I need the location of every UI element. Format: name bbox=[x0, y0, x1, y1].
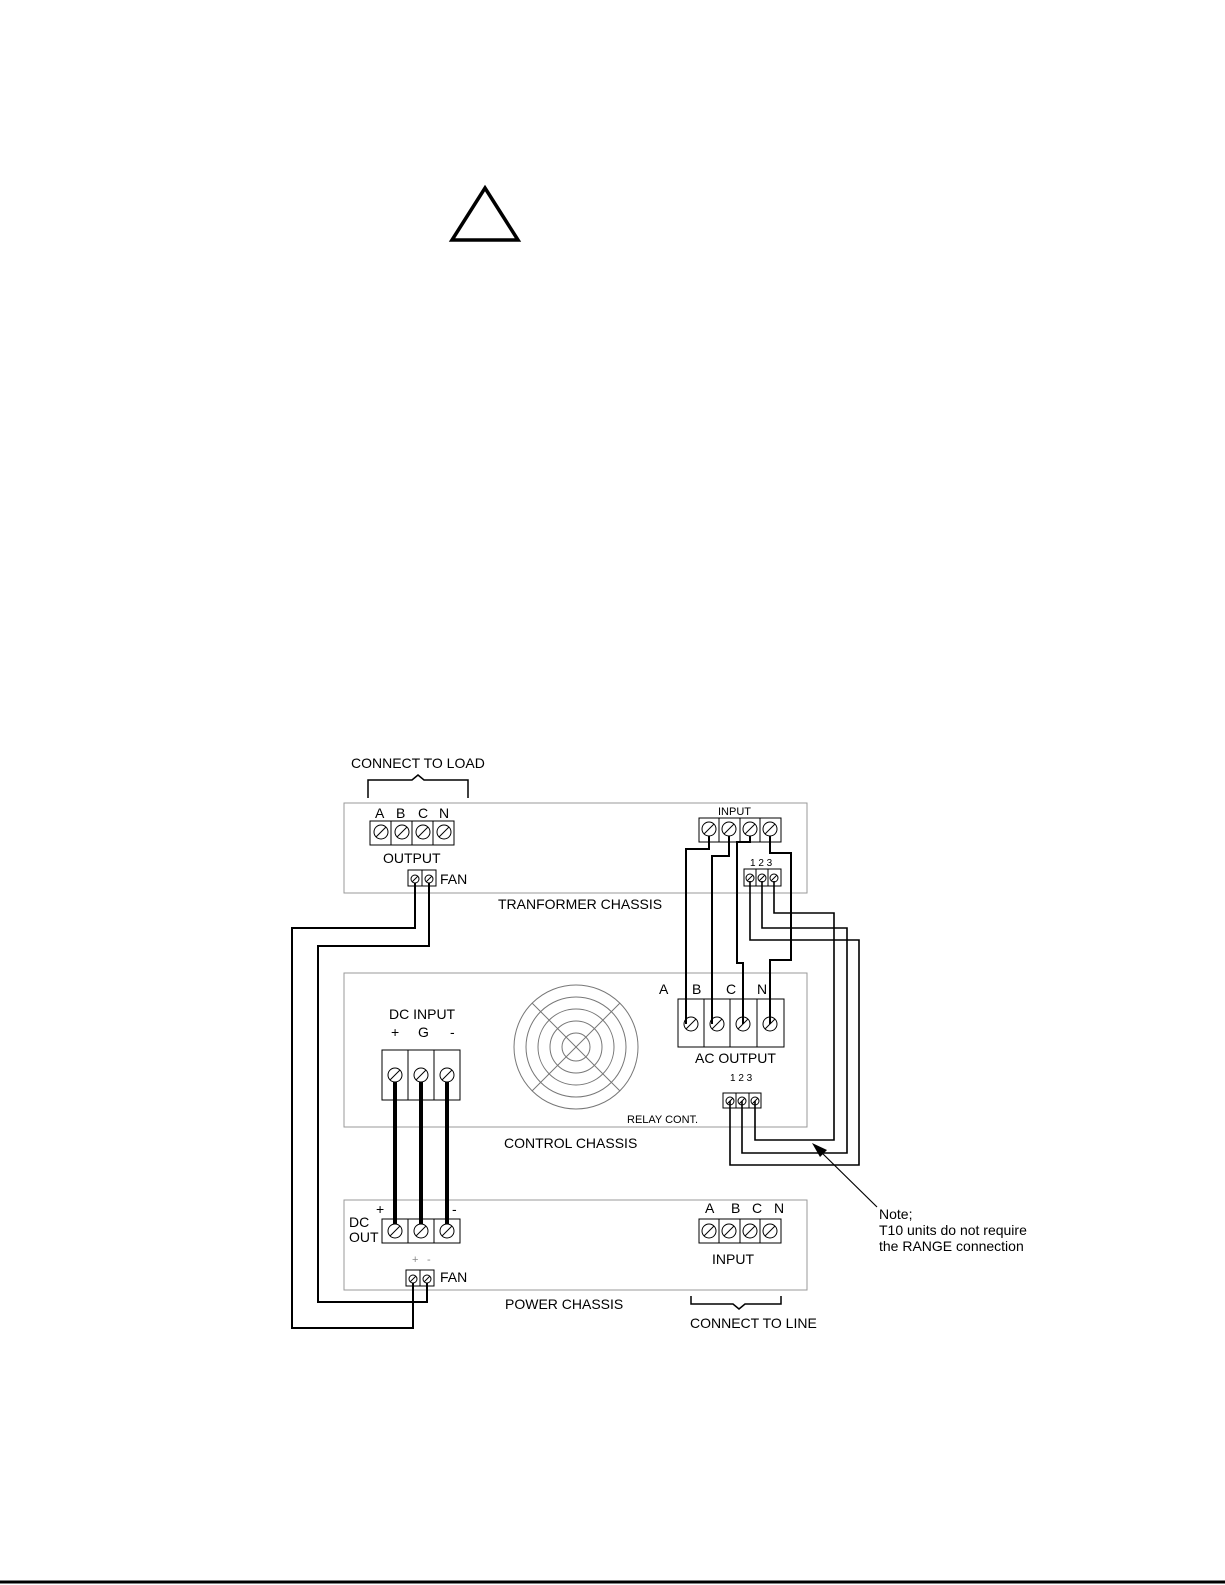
dc-out-minus: - bbox=[452, 1201, 457, 1217]
svg-text:A: A bbox=[705, 1200, 715, 1216]
svg-text:-: - bbox=[450, 1024, 455, 1040]
note-line-2: the RANGE connection bbox=[879, 1238, 1024, 1254]
output-label: OUTPUT bbox=[383, 850, 441, 866]
power-fan-connector bbox=[406, 1270, 434, 1286]
connect-to-line-label: CONNECT TO LINE bbox=[690, 1315, 817, 1331]
connect-to-load-label: CONNECT TO LOAD bbox=[351, 755, 485, 771]
svg-text:C: C bbox=[726, 981, 736, 997]
transformer-input-label: INPUT bbox=[718, 806, 751, 818]
relay-cont-label: RELAY CONT. bbox=[627, 1114, 698, 1126]
connect-to-line-bracket bbox=[691, 1296, 781, 1309]
svg-text:N: N bbox=[774, 1200, 784, 1216]
power-input-block bbox=[699, 1219, 781, 1243]
svg-text:N: N bbox=[757, 981, 767, 997]
svg-text:-: - bbox=[427, 1254, 431, 1266]
svg-text:N: N bbox=[439, 805, 449, 821]
dc-label: DC bbox=[349, 1214, 369, 1230]
svg-text:A: A bbox=[659, 981, 669, 997]
transformer-relay-numbers: 1 2 3 bbox=[750, 858, 773, 869]
dc-out-plus: + bbox=[376, 1201, 384, 1217]
transformer-chassis-label: TRANFORMER CHASSIS bbox=[498, 896, 662, 912]
control-relay-numbers: 1 2 3 bbox=[730, 1073, 753, 1084]
svg-text:A: A bbox=[375, 805, 385, 821]
output-terminal-block bbox=[370, 821, 454, 845]
transformer-fan-connector bbox=[408, 870, 436, 886]
dc-input-label: DC INPUT bbox=[389, 1006, 456, 1022]
power-input-label: INPUT bbox=[712, 1251, 754, 1267]
power-fan-label: FAN bbox=[440, 1269, 467, 1285]
ac-output-block bbox=[678, 999, 784, 1047]
note-line-1: T10 units do not require bbox=[879, 1222, 1027, 1238]
svg-text:B: B bbox=[692, 981, 701, 997]
control-chassis-label: CONTROL CHASSIS bbox=[504, 1135, 637, 1151]
svg-text:+: + bbox=[412, 1254, 418, 1266]
out-label: OUT bbox=[349, 1229, 379, 1245]
svg-text:B: B bbox=[731, 1200, 740, 1216]
svg-text:B: B bbox=[396, 805, 405, 821]
svg-text:+: + bbox=[391, 1024, 399, 1040]
ac-output-label: AC OUTPUT bbox=[695, 1050, 776, 1066]
note-arrow-line bbox=[820, 1151, 877, 1207]
connect-to-load-bracket bbox=[368, 775, 468, 798]
transformer-fan-label: FAN bbox=[440, 871, 467, 887]
note-title: Note; bbox=[879, 1206, 912, 1222]
svg-text:G: G bbox=[418, 1024, 429, 1040]
svg-text:C: C bbox=[752, 1200, 762, 1216]
power-chassis-label: POWER CHASSIS bbox=[505, 1296, 623, 1312]
svg-text:C: C bbox=[418, 805, 428, 821]
warning-triangle-icon bbox=[452, 188, 518, 240]
transformer-input-block bbox=[699, 818, 781, 842]
